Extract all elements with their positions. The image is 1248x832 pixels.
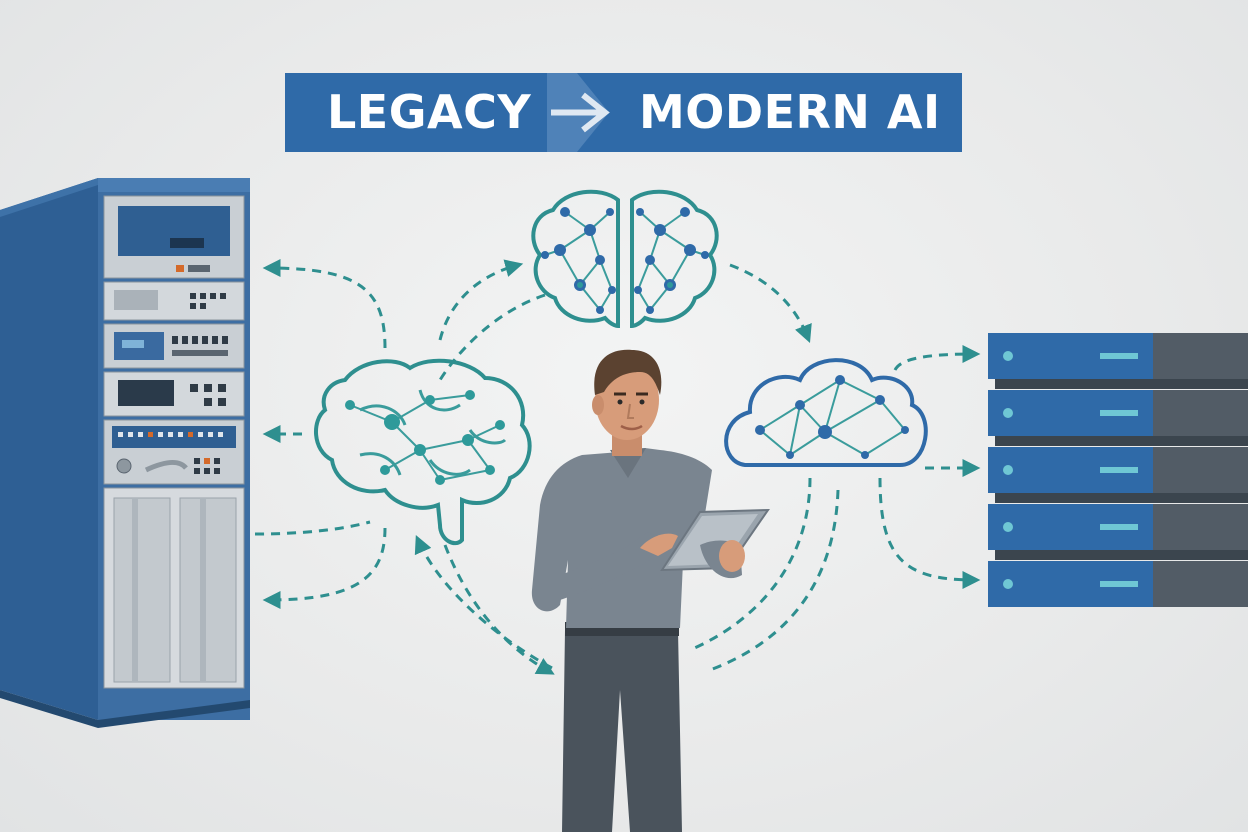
flow-arrow-cloud-to-storage-top <box>893 345 981 371</box>
person-with-tablet <box>531 349 770 832</box>
storage-unit <box>988 390 1248 446</box>
banner-arrow-icon <box>547 73 610 152</box>
flow-arrow-legacy-link <box>254 520 371 536</box>
neural-cloud-icon <box>724 358 928 467</box>
top-neural-brain-icon <box>531 189 719 329</box>
storage-unit <box>988 504 1248 560</box>
storage-unit <box>988 561 1248 607</box>
flow-arrow-cloud-to-storage-bottom <box>878 477 981 589</box>
legacy-server-rack-icon <box>0 178 250 728</box>
flow-arrow-to-brain-left <box>414 535 553 670</box>
flow-arrow-cloud-down-2 <box>709 489 840 672</box>
banner-legacy-label: LEGACY <box>327 85 532 139</box>
title-banner: LEGACY MODERN AI <box>285 73 962 152</box>
flow-arrow-brain-to-top <box>438 259 524 341</box>
flow-arrow-to-legacy-top <box>262 259 387 349</box>
flow-arrow-to-legacy-bottom <box>262 527 387 609</box>
flow-arrow-top-to-cloud <box>729 263 812 344</box>
left-neural-brain-icon <box>313 358 532 546</box>
modern-storage-stack-icon <box>988 333 1248 607</box>
storage-unit <box>988 447 1248 503</box>
flow-arrow-brain-loop <box>438 293 546 381</box>
storage-unit <box>988 333 1248 389</box>
banner-modern-ai-label: MODERN AI <box>639 85 941 139</box>
data-flow-arrows <box>254 259 981 675</box>
flow-arrow-brain-to-center <box>443 544 555 675</box>
flow-arrow-cloud-down-1 <box>689 477 812 652</box>
